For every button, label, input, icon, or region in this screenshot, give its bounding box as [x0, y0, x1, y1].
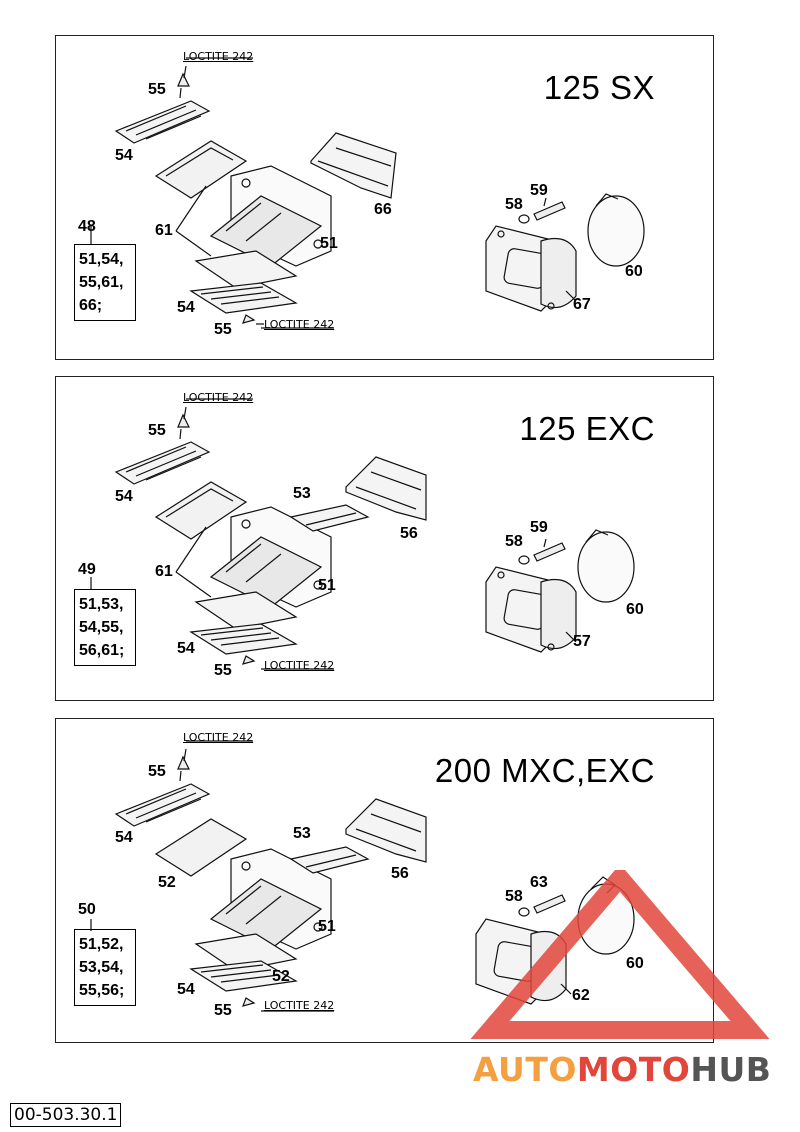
part-label-61: 61: [155, 563, 173, 580]
kit-line: 66;: [79, 297, 103, 314]
watermark-triangle-logo: [470, 870, 770, 1039]
part-label-52: 52: [272, 968, 290, 985]
part-label-55: 55: [214, 321, 232, 338]
diagram-panel-200mxc-exc: 200 MXC,EXC LOCTITE 242 LOCTITE 242 55 5…: [55, 718, 714, 1043]
kit-contents-box: 51,53, 54,55, 56,61;: [74, 589, 136, 666]
part-label-55: 55: [148, 763, 166, 780]
loctite-note-top: LOCTITE 242: [183, 391, 254, 404]
part-label-59: 59: [530, 182, 548, 199]
part-label-51: 51: [318, 577, 336, 594]
part-label-51: 51: [320, 235, 338, 252]
part-label-60: 60: [625, 263, 643, 280]
exploded-view-125exc: [90, 398, 635, 670]
model-title: 200 MXC,EXC: [434, 752, 655, 789]
part-label-56: 56: [391, 865, 409, 882]
loctite-note-bottom: LOCTITE 242: [264, 999, 335, 1012]
loctite-note-bottom: LOCTITE 242: [264, 318, 335, 331]
kit-line: 54,55,: [79, 619, 124, 636]
part-label-66: 66: [374, 201, 392, 218]
kit-contents-box: 51,52, 53,54, 55,56;: [74, 929, 136, 1006]
part-label-63: 63: [530, 874, 548, 891]
part-label-55: 55: [214, 662, 232, 679]
part-label-55: 55: [148, 422, 166, 439]
part-label-58: 58: [505, 196, 523, 213]
watermark-part-moto: MOTO: [576, 1050, 691, 1089]
part-label-55: 55: [214, 1002, 232, 1019]
part-label-54: 54: [177, 981, 195, 998]
part-label-54: 54: [115, 488, 133, 505]
kit-line: 55,56;: [79, 982, 125, 999]
part-label-55: 55: [148, 81, 166, 98]
watermark-part-auto: AUTO: [473, 1050, 577, 1089]
kit-contents-box: 51,54, 55,61, 66;: [74, 244, 136, 321]
part-label-58: 58: [505, 888, 523, 905]
watermark-brand-text: AUTOMOTOHUB: [473, 1050, 771, 1089]
kit-line: 53,54,: [79, 959, 124, 976]
kit-line: 56,61;: [79, 642, 125, 659]
part-label-52: 52: [158, 874, 176, 891]
kit-line: 51,53,: [79, 596, 124, 613]
exploded-view-125sx: [90, 57, 645, 329]
kit-line: 51,54,: [79, 251, 124, 268]
diagram-panel-125exc: 125 EXC LOCTITE 242 LOCTITE 242 55 54 61…: [55, 376, 714, 701]
loctite-note-bottom: LOCTITE 242: [264, 659, 335, 672]
part-label-67: 67: [573, 296, 591, 313]
part-label-59: 59: [530, 519, 548, 536]
part-label-56: 56: [400, 525, 418, 542]
diagram-panel-125sx: 125 SX LOCTITE 242 LOCTITE 242 55 54 61 …: [55, 35, 714, 360]
part-label-60: 60: [626, 955, 644, 972]
part-label-54: 54: [115, 147, 133, 164]
part-label-58: 58: [505, 533, 523, 550]
part-label-54: 54: [115, 829, 133, 846]
model-title: 125 SX: [543, 69, 655, 106]
watermark-part-hub: HUB: [690, 1050, 772, 1089]
part-label-62: 62: [572, 987, 590, 1004]
kit-line: 51,52,: [79, 936, 124, 953]
part-label-61: 61: [155, 222, 173, 239]
part-label-53: 53: [293, 485, 311, 502]
part-label-54: 54: [177, 299, 195, 316]
kit-number: 50: [78, 901, 96, 918]
model-title: 125 EXC: [519, 410, 655, 447]
part-label-60: 60: [626, 601, 644, 618]
part-label-51: 51: [318, 918, 336, 935]
loctite-note-top: LOCTITE 242: [183, 731, 254, 744]
diagram-code: 00-503.30.1: [10, 1103, 122, 1127]
kit-line: 55,61,: [79, 274, 124, 291]
part-label-53: 53: [293, 825, 311, 842]
kit-number: 49: [78, 561, 96, 578]
part-label-57: 57: [573, 633, 591, 650]
part-label-54: 54: [177, 640, 195, 657]
loctite-note-top: LOCTITE 242: [183, 50, 254, 63]
kit-number: 48: [78, 218, 96, 235]
